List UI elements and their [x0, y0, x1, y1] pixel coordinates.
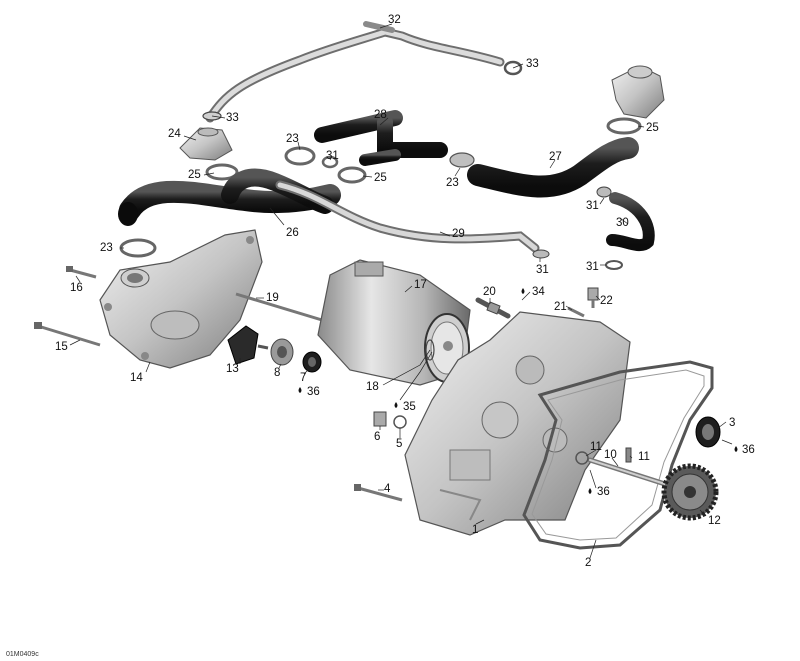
plug-6: [373, 411, 387, 427]
callout-labels: 32 33 33 24 25 23 28 31 25 23 25 27 26 2…: [55, 14, 755, 569]
coolant-pipe-32: [205, 21, 505, 123]
callout-16: 16: [70, 282, 83, 294]
callout-22: 22: [600, 295, 613, 307]
coolant-pipe-29: [275, 180, 540, 253]
callout-31: 31: [586, 261, 599, 273]
callout-36: 36: [742, 444, 755, 456]
callout-26: 26: [286, 227, 299, 239]
callout-33: 33: [226, 112, 239, 124]
callout-10: 10: [604, 449, 617, 461]
bolt-16: [66, 266, 97, 279]
clamps-23-25-31-center: [284, 146, 475, 184]
hose-28: [314, 110, 448, 166]
callout-25: 25: [188, 169, 201, 181]
callout-33: 33: [526, 58, 539, 70]
pin-11: [625, 447, 632, 463]
callout-29: 29: [452, 228, 465, 240]
callout-31: 31: [326, 150, 339, 162]
callout-25: 25: [374, 172, 387, 184]
impeller-13: [227, 325, 269, 365]
callout-30: 30: [616, 217, 629, 229]
oil-drop-icon: [298, 387, 302, 393]
seal-8: [270, 338, 294, 366]
fitting-22: [587, 287, 599, 308]
washer-11: [575, 451, 589, 465]
thermostat-housing: [611, 65, 665, 119]
callout-17: 17: [414, 279, 427, 291]
callout-5: 5: [396, 438, 402, 450]
clamp-31-pipe: [532, 249, 550, 259]
callout-34: 34: [532, 286, 545, 298]
water-outlet-24: [179, 127, 233, 161]
callout-4: 4: [384, 483, 391, 495]
callout-12: 12: [708, 515, 721, 527]
o-rings-18: [425, 339, 435, 361]
cylinder-housing-17: [317, 259, 471, 386]
shaft-10: [587, 457, 668, 487]
clamps-31-right: [596, 186, 623, 270]
oil-drop-icon: [588, 488, 592, 494]
bolt-4: [354, 484, 403, 502]
oil-drop-icons: [298, 288, 738, 494]
clamp-33-right: [503, 60, 523, 76]
callout-25: 25: [646, 122, 659, 134]
callout-7: 7: [300, 372, 306, 384]
callout-19: 19: [266, 292, 279, 304]
leader-lines: [69, 23, 733, 559]
oil-drop-icon: [734, 446, 738, 452]
bearing-3: [695, 416, 721, 448]
callout-11: 11: [590, 441, 602, 453]
callout-36: 36: [307, 386, 320, 398]
crankcase-cover-1: [404, 311, 631, 536]
bolt-15: [34, 322, 101, 347]
callout-8: 8: [274, 367, 280, 379]
callout-20: 20: [483, 286, 496, 298]
callout-11: 11: [638, 451, 650, 463]
clamp-25-left: [205, 163, 239, 181]
callout-23: 23: [286, 133, 299, 145]
callout-14: 14: [130, 372, 143, 384]
callout-35: 35: [403, 401, 416, 413]
callout-6: 6: [374, 431, 380, 443]
hose-30: [606, 192, 655, 252]
clamp-25-right: [606, 117, 642, 135]
callout-31: 31: [586, 200, 599, 212]
hose-26: [118, 168, 341, 226]
gasket-2: [522, 360, 714, 550]
callout-2: 2: [585, 557, 591, 569]
callout-15: 15: [55, 341, 68, 353]
bearing-7: [302, 351, 322, 373]
gear-12: [661, 463, 719, 521]
callout-3: 3: [729, 417, 735, 429]
callout-23: 23: [446, 177, 459, 189]
callout-28: 28: [374, 109, 387, 121]
hose-27: [467, 137, 639, 198]
callout-23: 23: [100, 242, 113, 254]
callout-21: 21: [554, 301, 567, 313]
oil-drop-icon: [394, 402, 398, 408]
callout-36: 36: [597, 486, 610, 498]
callout-27: 27: [549, 151, 562, 163]
callout-31: 31: [536, 264, 549, 276]
oil-drop-icon: [521, 288, 525, 294]
callout-13: 13: [226, 363, 239, 375]
callout-24: 24: [168, 128, 181, 140]
reference-code: 01M0409c: [6, 651, 39, 658]
ring-5: [393, 415, 407, 429]
callout-1: 1: [472, 524, 478, 536]
water-pump-housing-14: [99, 229, 263, 369]
clamp-23-left: [119, 238, 157, 258]
callout-32: 32: [388, 14, 401, 26]
callout-18: 18: [366, 381, 379, 393]
sensor-20: [475, 297, 511, 319]
